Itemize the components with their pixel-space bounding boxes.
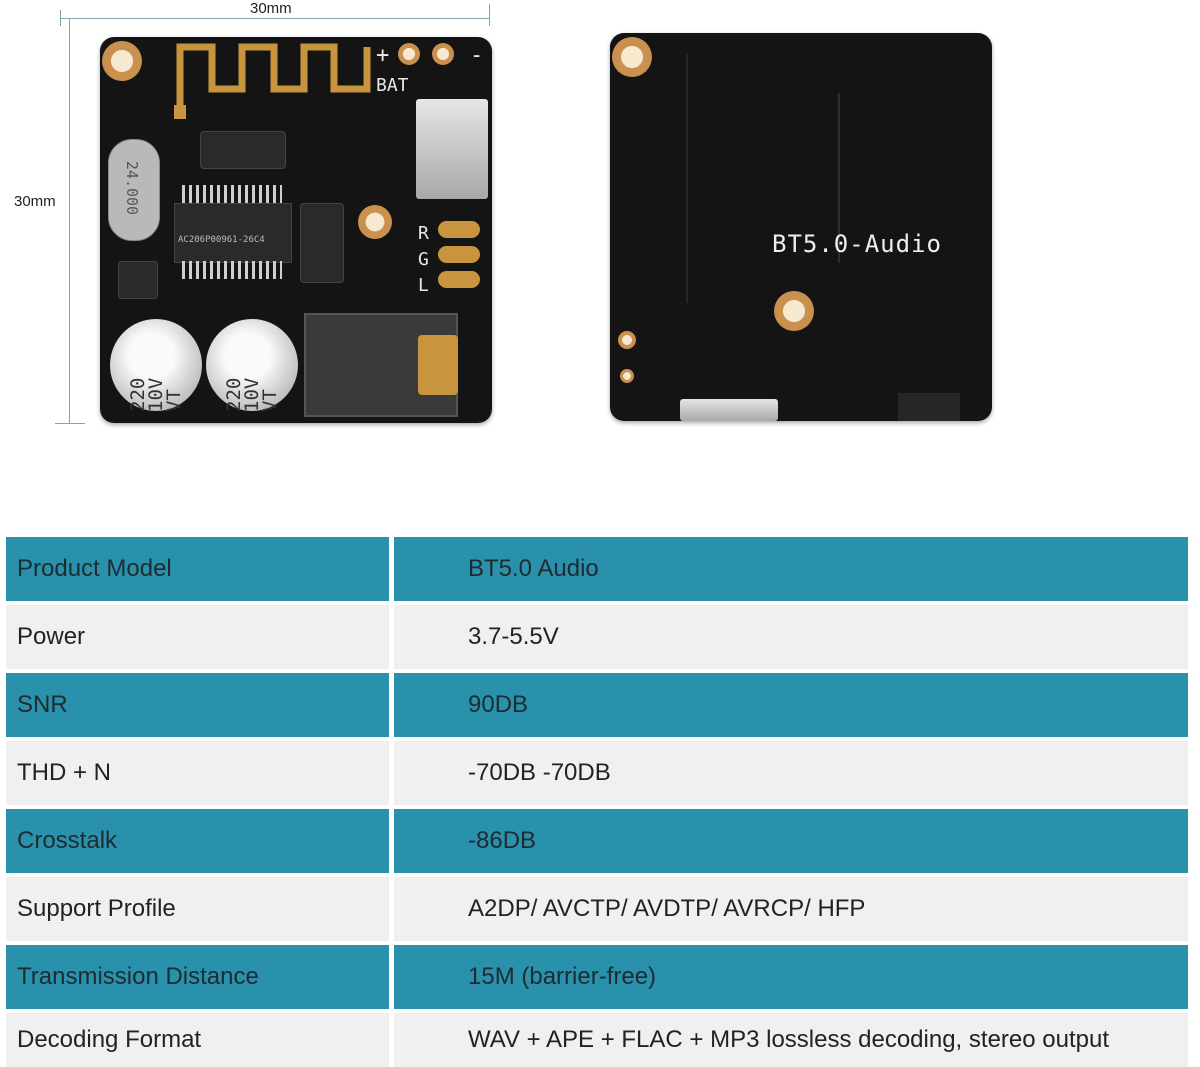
crystal-oscillator: [108, 139, 160, 241]
resistor-network: [200, 131, 286, 169]
width-dimension-tick-right: [489, 4, 490, 26]
audio-jack-edge: [898, 393, 960, 421]
via-pad: [620, 369, 634, 383]
spec-name: Power: [6, 605, 389, 669]
table-row: Product Model BT5.0 Audio: [6, 537, 1188, 601]
mounting-hole: [612, 37, 652, 77]
spec-value: -86DB: [394, 809, 1188, 873]
height-dimension-tick-bottom: [55, 423, 85, 424]
channel-pad-l: [438, 271, 480, 288]
via-pad: [618, 331, 636, 349]
ic-pins-bottom: [182, 261, 282, 279]
pcb-label: BT5.0-Audio: [772, 230, 942, 258]
smd-component: [118, 261, 158, 299]
spec-value: 3.7-5.5V: [394, 605, 1188, 669]
spec-value: 15M (barrier-free): [394, 945, 1188, 1009]
capacitor-label: 220 10V VT: [127, 377, 185, 412]
channel-label-l: L: [418, 275, 429, 296]
width-dimension-tick-left: [60, 10, 61, 26]
bat-label: BAT: [376, 75, 409, 96]
channel-pad-r: [438, 221, 480, 238]
bat-pad-plus: [398, 43, 420, 65]
micro-usb-port: [416, 99, 488, 199]
spec-value: 90DB: [394, 673, 1188, 737]
pcb-trace: [686, 53, 688, 303]
spec-value: A2DP/ AVCTP/ AVDTP/ AVRCP/ HFP: [394, 877, 1188, 941]
spec-name: Support Profile: [6, 877, 389, 941]
product-illustration: 30mm 30mm + - BAT 24.000 AC206P00961-26C…: [0, 0, 1200, 500]
channel-label-g: G: [418, 249, 429, 270]
mounting-hole: [358, 205, 392, 239]
height-dimension-line: [69, 18, 70, 424]
spec-name: Decoding Format: [6, 1013, 389, 1067]
antenna-trace-icon: [174, 43, 371, 119]
table-row: Decoding Format WAV + APE + FLAC + MP3 l…: [6, 1013, 1188, 1067]
table-row: Transmission Distance 15M (barrier-free): [6, 945, 1188, 1009]
smd-components: [300, 203, 344, 283]
bluetooth-ic: [174, 203, 292, 263]
spec-name: THD + N: [6, 741, 389, 805]
mounting-hole: [774, 291, 814, 331]
spec-name: Crosstalk: [6, 809, 389, 873]
table-row: SNR 90DB: [6, 673, 1188, 737]
mounting-hole: [102, 41, 142, 81]
spec-name: Product Model: [6, 537, 389, 601]
capacitor: [206, 319, 298, 411]
channel-label-r: R: [418, 223, 429, 244]
width-dimension-label: 30mm: [250, 0, 292, 17]
capacitor: [110, 319, 202, 411]
bat-minus-sign: -: [470, 43, 484, 68]
table-row: THD + N -70DB -70DB: [6, 741, 1188, 805]
spec-value: BT5.0 Audio: [394, 537, 1188, 601]
capacitor-label: 220 10V VT: [223, 377, 281, 412]
board-back: [610, 33, 992, 421]
table-row: Crosstalk -86DB: [6, 809, 1188, 873]
spec-value: WAV + APE + FLAC + MP3 lossless decoding…: [394, 1013, 1188, 1067]
micro-usb-port-edge: [680, 399, 778, 421]
spec-name: Transmission Distance: [6, 945, 389, 1009]
spec-value: -70DB -70DB: [394, 741, 1188, 805]
ic-pins-top: [182, 185, 282, 203]
channel-pad-g: [438, 246, 480, 263]
crystal-label: 24.000: [123, 160, 142, 216]
table-row: Power 3.7-5.5V: [6, 605, 1188, 669]
width-dimension-line: [60, 18, 490, 19]
chip-label: AC206P00961-26C4: [178, 235, 265, 245]
audio-jack-contact: [418, 335, 458, 395]
pcb-trace: [838, 93, 840, 263]
bat-pad-minus: [432, 43, 454, 65]
spec-name: SNR: [6, 673, 389, 737]
table-row: Support Profile A2DP/ AVCTP/ AVDTP/ AVRC…: [6, 877, 1188, 941]
board-front: + - BAT 24.000 AC206P00961-26C4 R G L 22…: [100, 37, 492, 423]
height-dimension-label: 30mm: [14, 193, 56, 210]
bat-plus-sign: +: [376, 43, 390, 68]
